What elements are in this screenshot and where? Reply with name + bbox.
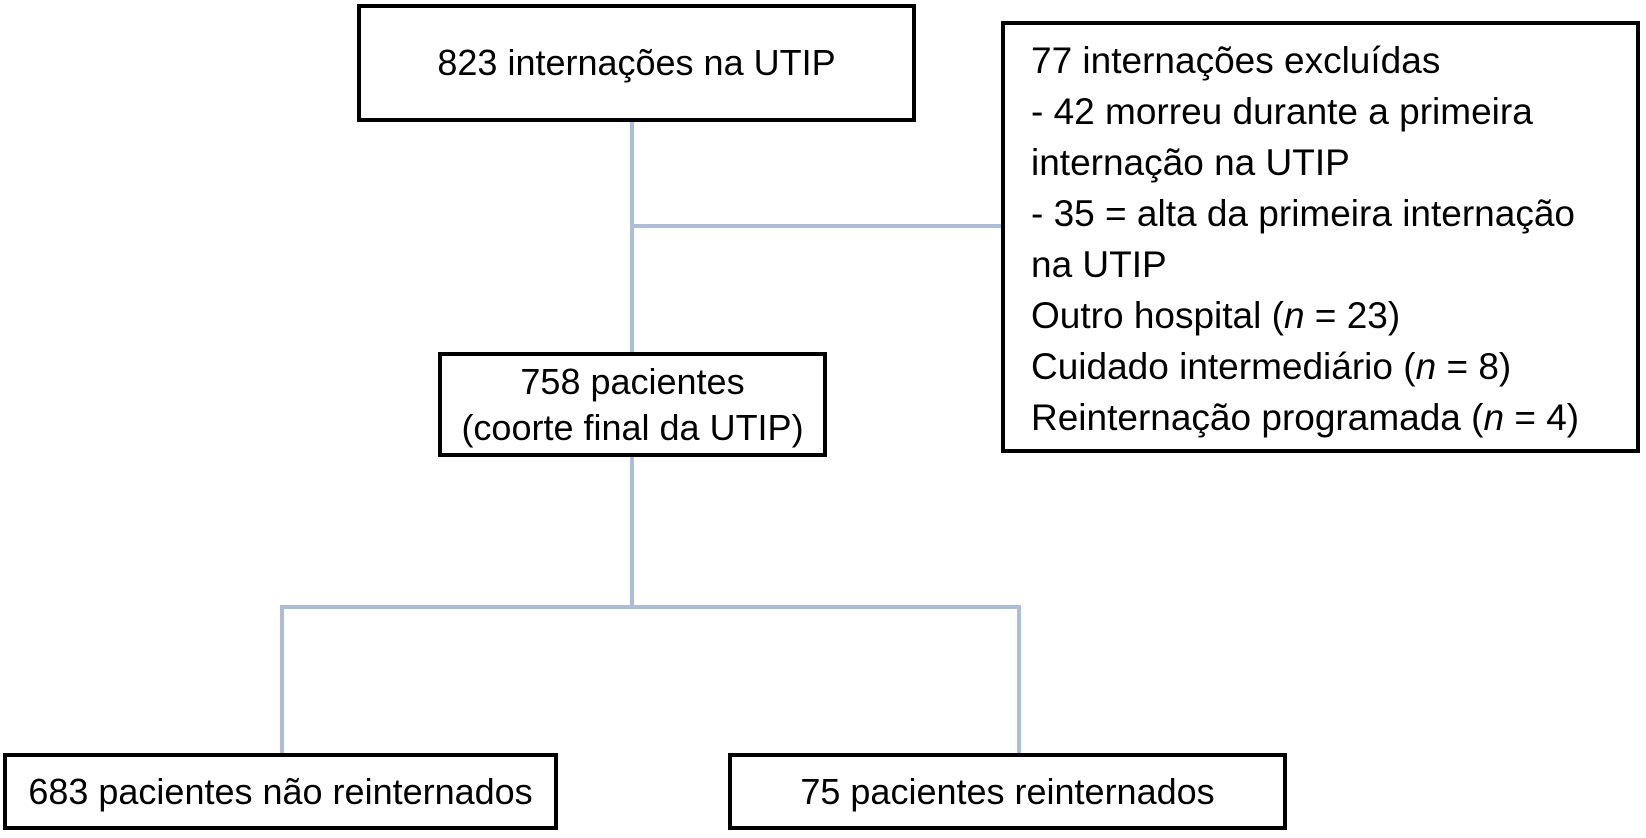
exclusion-text: = 8) [1436, 346, 1512, 387]
exclusion-line: - 42 morreu durante a primeira [1031, 86, 1533, 137]
exclusion-line: Reinternação programada (n = 4) [1031, 392, 1579, 443]
connector-branch-to-exclusion [632, 224, 1001, 228]
exclusion-text: = 23) [1304, 295, 1401, 336]
exclusion-line: Outro hospital (n = 23) [1031, 290, 1400, 341]
exclusion-text: Outro hospital ( [1031, 295, 1284, 336]
cohort-count-text: 758 pacientes [520, 360, 745, 402]
exclusion-text: Reinternação programada ( [1031, 397, 1484, 438]
exclusion-text: - 42 morreu durante a primeira [1031, 91, 1533, 132]
exclusion-text: 77 internações excluídas [1031, 40, 1441, 81]
exclusion-line: - 35 = alta da primeira internação [1031, 188, 1575, 239]
exclusion-line: 77 internações excluídas [1031, 35, 1440, 86]
readmitted-text: 75 pacientes reinternados [800, 770, 1215, 812]
not-readmitted-box: 683 pacientes não reinternados [3, 753, 558, 830]
connector-drop-left [280, 605, 284, 753]
admissions-text: 823 internações na UTIP [437, 42, 836, 83]
connector-drop-right [1017, 605, 1021, 753]
connector-cohort-to-split [630, 457, 634, 609]
exclusion-text: internação na UTIP [1031, 142, 1350, 183]
exclusion-text: Cuidado intermediário ( [1031, 346, 1416, 387]
exclusion-text: = 4) [1504, 397, 1580, 438]
not-readmitted-text: 683 pacientes não reinternados [28, 770, 533, 812]
exclusion-line: internação na UTIP [1031, 137, 1350, 188]
exclusion-line: Cuidado intermediário (n = 8) [1031, 341, 1511, 392]
n-variable: n [1483, 397, 1505, 438]
final-cohort-box: 758 pacientes (coorte final da UTIP) [438, 352, 827, 457]
admissions-box: 823 internações na UTIP [357, 4, 916, 122]
exclusion-text: - 35 = alta da primeira internação [1031, 193, 1575, 234]
connector-top-to-cohort [630, 122, 634, 352]
cohort-label-text: (coorte final da UTIP) [461, 406, 804, 448]
exclusion-text: na UTIP [1031, 244, 1167, 285]
n-variable: n [1415, 346, 1437, 387]
n-variable: n [1283, 295, 1305, 336]
exclusions-box: 77 internações excluídas - 42 morreu dur… [1001, 21, 1640, 453]
readmitted-box: 75 pacientes reinternados [728, 753, 1287, 830]
exclusion-line: na UTIP [1031, 239, 1167, 290]
connector-split-horizontal [280, 605, 1021, 609]
